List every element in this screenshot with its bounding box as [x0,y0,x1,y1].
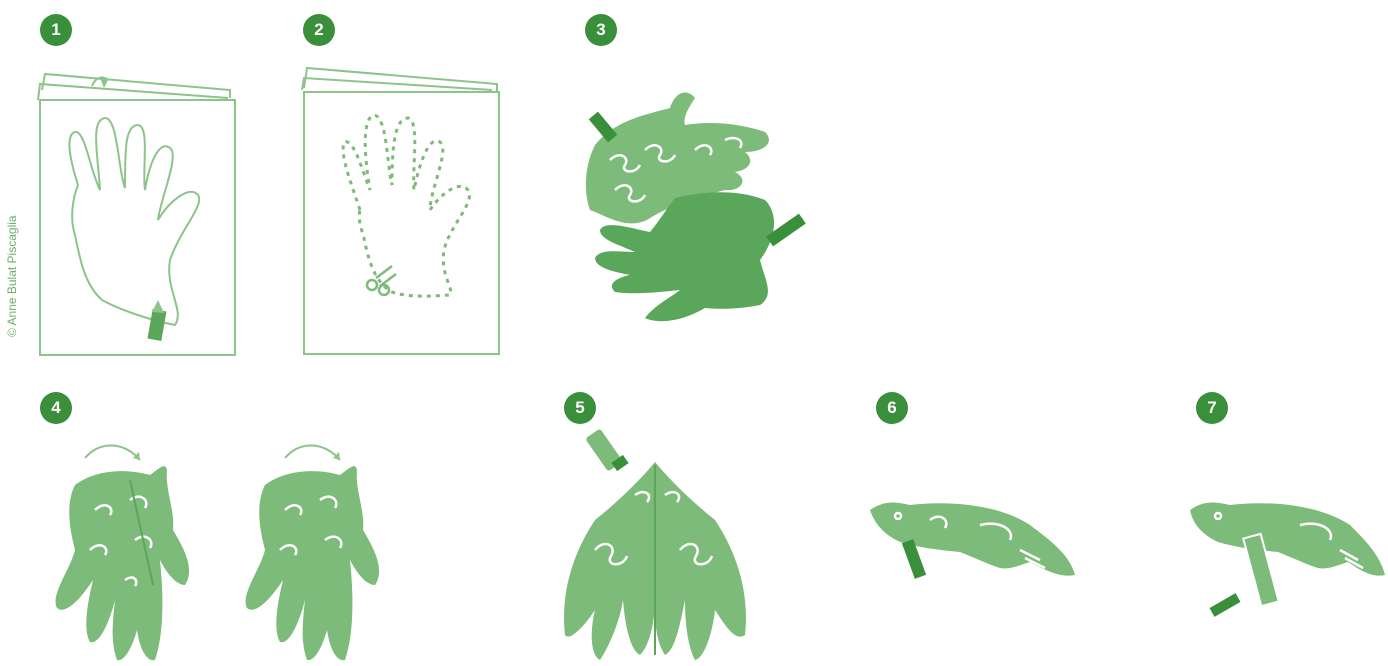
glue-stick-icon [585,428,628,471]
bird-side [870,503,1075,576]
step-2-illustration [292,60,507,360]
step-6-badge: 6 [876,392,908,424]
step-4-illustration [35,440,405,665]
step-5-illustration [555,420,755,665]
step-3-badge: 3 [585,14,617,46]
step-7-illustration [1180,480,1388,640]
pencil-icon [148,300,167,341]
fold-arrow-icon [285,445,340,460]
step-1-badge: 1 [40,14,72,46]
bird-side [1190,503,1385,576]
pencil-icon [1210,593,1241,617]
step-6-illustration [860,480,1080,590]
step-1-illustration [30,60,240,360]
fold-arrow-icon [85,445,140,460]
step-3-illustration [575,80,830,340]
step-4-badge: 4 [40,392,72,424]
hand-fold-right [246,466,380,660]
hand-fold-left [56,466,190,660]
step-2-badge: 2 [303,14,335,46]
bird-glued [564,462,746,660]
copyright-credit: © Anne Bulat Piscaglia [5,217,19,337]
step-7-badge: 7 [1196,392,1228,424]
